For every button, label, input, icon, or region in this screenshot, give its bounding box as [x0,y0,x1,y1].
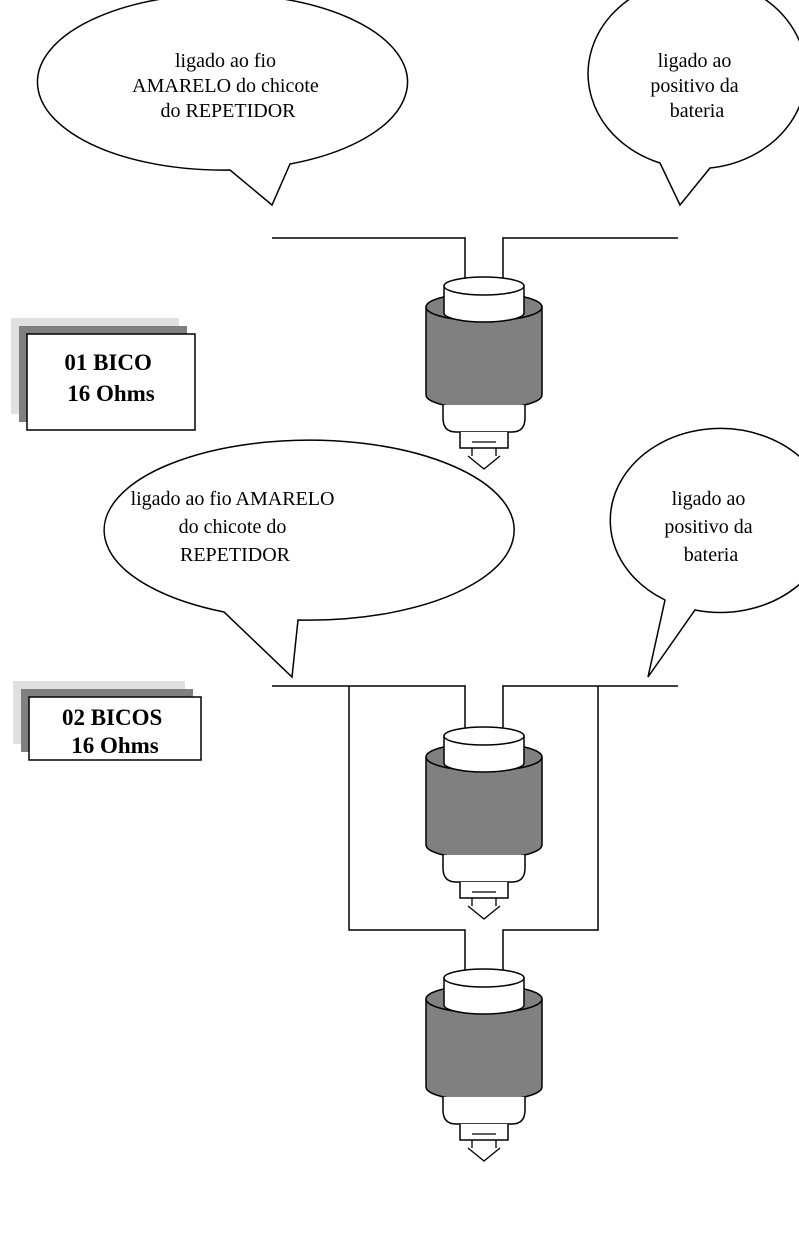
callout-left-2-line-2: do chicote do [179,516,287,538]
callout-right-1-line-1: ligado ao [658,50,732,72]
callout-right-1: ligado ao positivo da bateria [587,0,799,207]
callout-right-2: ligado ao positivo da bateria [609,427,799,678]
diagram-two-injectors: ligado ao fio AMARELO do chicote do REPE… [13,427,799,1162]
svg-text:01 BICO 16 Ohms: 01 BICO 16 Ohms [64,350,157,406]
wires-1 [272,237,678,279]
fuel-injector-icon [425,276,543,470]
callout-right-2-line-2: positivo da [664,516,752,538]
fuel-injector-icon [425,726,543,920]
svg-text:ligado ao fio AMARELO: ligado ao fio AMARELO do chicote do REPE… [132,50,324,122]
callout-left-1-line-2: AMARELO do chicote [132,75,319,97]
svg-text:ligado ao positivo da: ligado ao positivo da bateria [650,50,743,122]
callout-right-2-line-3: bateria [684,544,739,566]
label-box-1: 01 BICO 16 Ohms [11,318,196,431]
label-2-subtitle: 16 Ohms [71,733,159,758]
callout-left-2-line-3: REPETIDOR [180,544,291,566]
wires-2 [272,685,678,970]
callout-left-1-line-1: ligado ao fio [175,50,276,72]
callout-right-1-line-3: bateria [670,100,725,122]
label-box-2: 02 BICOS 16 Ohms [13,681,202,761]
callout-right-1-line-2: positivo da [650,75,738,97]
svg-text:02 BICOS 16 Ohms: 02 BICOS 16 Ohms [62,705,168,758]
label-1-title: 01 BICO [64,350,152,375]
svg-text:ligado ao fio AMARELO: ligado ao fio AMARELO do chicote do REPE… [131,488,340,566]
svg-text:ligado ao positivo da: ligado ao positivo da bateria [664,488,757,566]
label-1-subtitle: 16 Ohms [67,381,155,406]
callout-left-1-line-3: do REPETIDOR [161,100,297,122]
label-2-title: 02 BICOS [62,705,162,730]
callout-right-2-line-1: ligado ao [672,488,746,510]
callout-left-2-line-1: ligado ao fio AMARELO [131,488,335,510]
diagram-one-injector: ligado ao fio AMARELO do chicote do REPE… [11,0,799,470]
callout-left-2: ligado ao fio AMARELO do chicote do REPE… [103,439,515,679]
fuel-injector-icon [425,968,543,1162]
callout-left-1: ligado ao fio AMARELO do chicote do REPE… [36,0,409,207]
